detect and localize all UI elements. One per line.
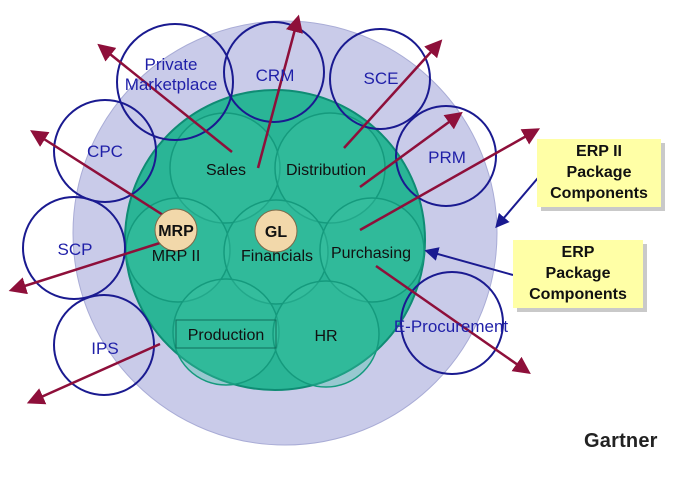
sce-label: SCE: [364, 69, 399, 88]
distribution-to-sce-arrow: [343, 39, 443, 149]
mrp-to-cpc-arrow: [30, 130, 164, 217]
mrp-label: MRP: [158, 223, 194, 240]
sales-label: Sales: [206, 162, 246, 179]
erp-callout-line3: Components: [529, 286, 627, 303]
crm-label: CRM: [256, 66, 295, 85]
cpc-label: CPC: [87, 142, 123, 161]
purchasing-label: Purchasing: [331, 245, 411, 262]
erp2-callout: ERP II Package Components: [537, 139, 661, 207]
gl-node: [254, 209, 298, 253]
ips-circle: [53, 294, 155, 396]
sales-to-private-marketplace-arrow: [97, 43, 233, 153]
sce-circle: [329, 28, 431, 130]
erp2-callout-line1: ERP II: [576, 143, 622, 160]
ips-label: IPS: [91, 339, 118, 358]
hr-label: HR: [314, 328, 337, 345]
gartner-logo: Gartner: [584, 430, 658, 452]
erp-callout-line1: ERP: [561, 244, 595, 261]
prm-circle: [395, 105, 497, 207]
mrp-to-scp-arrow: [8, 240, 164, 295]
sales-to-crm-arrow: [256, 14, 303, 169]
production-label-box: [175, 319, 277, 349]
gl-label: GL: [265, 224, 287, 241]
production-label: Production: [188, 327, 265, 344]
private-marketplace-circle: [116, 23, 234, 141]
distribution-label: Distribution: [286, 162, 366, 179]
distribution-to-prm-arrow: [359, 111, 463, 189]
erp2-callout-line2: Package: [566, 164, 632, 181]
erp-callout-line2: Package: [545, 265, 611, 282]
production-circle: [172, 278, 280, 386]
mrp-node: [154, 208, 198, 252]
private-marketplace-label-line1: Private: [145, 55, 198, 74]
financials-label: Financials: [241, 248, 313, 265]
eprocurement-label: E-Procurement: [394, 317, 509, 336]
purchasing-circle: [319, 197, 425, 303]
purchasing-to-erp2-arrow: [359, 128, 541, 232]
cpc-circle: [53, 99, 157, 203]
private-marketplace-label-line2: Marketplace: [125, 75, 218, 94]
production-to-ips-arrow: [26, 342, 161, 405]
eprocurement-circle: [400, 271, 504, 375]
crm-circle: [223, 21, 325, 123]
scp-label: SCP: [58, 240, 93, 259]
prm-label: PRM: [428, 148, 466, 167]
erp2-callout-pointer: [495, 171, 544, 229]
purchasing-to-eprocurement-arrow: [375, 264, 531, 375]
mrp2-label: MRP II: [152, 248, 201, 265]
scp-circle: [22, 196, 126, 300]
erp2-callout-line3: Components: [550, 185, 648, 202]
erp-callout-pointer: [424, 247, 514, 276]
hr-circle: [272, 280, 380, 388]
erp-callout: ERP Package Components: [513, 240, 643, 308]
